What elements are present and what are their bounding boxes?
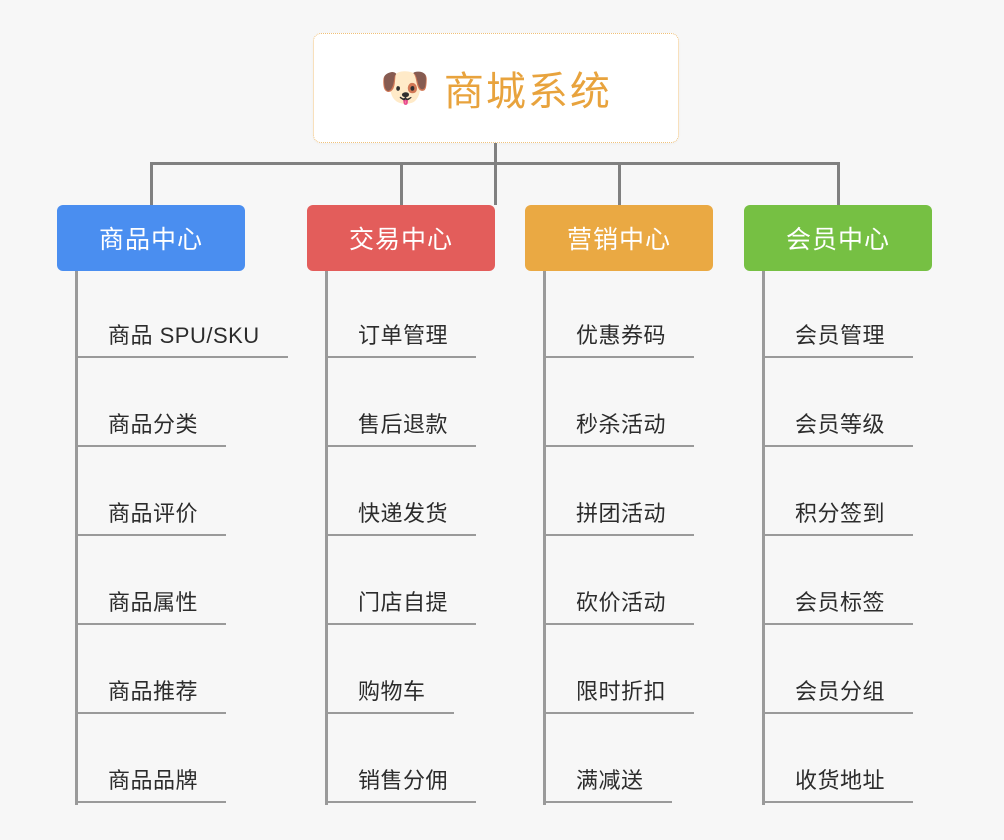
leaf-label: 商品品牌 bbox=[78, 763, 227, 803]
category-box-product-center[interactable]: 商品中心 bbox=[57, 205, 245, 271]
list-item[interactable]: 会员等级 bbox=[765, 360, 932, 449]
column-product-center: 商品中心 商品 SPU/SKU 商品分类 商品评价 商品属性 商品推荐 商品品牌 bbox=[57, 205, 288, 805]
list-item[interactable]: 商品 SPU/SKU bbox=[78, 271, 288, 360]
category-box-marketing-center[interactable]: 营销中心 bbox=[525, 205, 713, 271]
root-node[interactable]: 🐶 商城系统 bbox=[313, 33, 679, 143]
category-box-trade-center[interactable]: 交易中心 bbox=[307, 205, 495, 271]
leaf-label: 会员分组 bbox=[765, 674, 914, 714]
leaf-label: 会员等级 bbox=[765, 407, 914, 447]
column-trade-center: 交易中心 订单管理 售后退款 快递发货 门店自提 购物车 销售分佣 bbox=[307, 205, 495, 805]
leaf-list-member-center: 会员管理 会员等级 积分签到 会员标签 会员分组 收货地址 bbox=[762, 271, 932, 805]
category-label: 交易中心 bbox=[348, 226, 453, 254]
list-item[interactable]: 满减送 bbox=[546, 716, 713, 805]
leaf-label: 满减送 bbox=[546, 763, 672, 803]
connector-drop-3 bbox=[618, 162, 621, 208]
leaf-label: 售后退款 bbox=[328, 407, 477, 447]
leaf-label: 限时折扣 bbox=[546, 674, 695, 714]
leaf-label: 商品评价 bbox=[78, 496, 227, 536]
list-item[interactable]: 砍价活动 bbox=[546, 538, 713, 627]
leaf-label: 会员管理 bbox=[765, 318, 914, 358]
leaf-label: 销售分佣 bbox=[328, 763, 477, 803]
list-item[interactable]: 商品品牌 bbox=[78, 716, 245, 805]
connector-bus bbox=[150, 162, 840, 165]
leaf-label: 拼团活动 bbox=[546, 496, 695, 536]
list-item[interactable]: 售后退款 bbox=[328, 360, 495, 449]
column-marketing-center: 营销中心 优惠券码 秒杀活动 拼团活动 砍价活动 限时折扣 满减送 bbox=[525, 205, 713, 805]
list-item[interactable]: 会员标签 bbox=[765, 538, 932, 627]
leaf-label: 购物车 bbox=[328, 674, 454, 714]
column-member-center: 会员中心 会员管理 会员等级 积分签到 会员标签 会员分组 收货地址 bbox=[744, 205, 932, 805]
leaf-label: 商品推荐 bbox=[78, 674, 227, 714]
category-box-member-center[interactable]: 会员中心 bbox=[744, 205, 932, 271]
list-item[interactable]: 会员分组 bbox=[765, 627, 932, 716]
list-item[interactable]: 商品属性 bbox=[78, 538, 245, 627]
list-item[interactable]: 限时折扣 bbox=[546, 627, 713, 716]
list-item[interactable]: 销售分佣 bbox=[328, 716, 495, 805]
leaf-list-trade-center: 订单管理 售后退款 快递发货 门店自提 购物车 销售分佣 bbox=[325, 271, 495, 805]
leaf-label: 会员标签 bbox=[765, 585, 914, 625]
list-item[interactable]: 收货地址 bbox=[765, 716, 932, 805]
leaf-label: 优惠券码 bbox=[546, 318, 695, 358]
category-label: 商品中心 bbox=[98, 226, 203, 254]
list-item[interactable]: 商品评价 bbox=[78, 449, 245, 538]
list-item[interactable]: 商品推荐 bbox=[78, 627, 245, 716]
leaf-label: 商品 SPU/SKU bbox=[78, 318, 288, 358]
list-item[interactable]: 商品分类 bbox=[78, 360, 245, 449]
root-title: 商城系统 bbox=[443, 70, 612, 114]
leaf-label: 订单管理 bbox=[328, 318, 477, 358]
list-item[interactable]: 秒杀活动 bbox=[546, 360, 713, 449]
leaf-label: 砍价活动 bbox=[546, 585, 695, 625]
leaf-label: 快递发货 bbox=[328, 496, 477, 536]
leaf-label: 商品分类 bbox=[78, 407, 227, 447]
leaf-label: 秒杀活动 bbox=[546, 407, 695, 447]
connector-drop-1 bbox=[150, 162, 153, 208]
list-item[interactable]: 快递发货 bbox=[328, 449, 495, 538]
leaf-list-marketing-center: 优惠券码 秒杀活动 拼团活动 砍价活动 限时折扣 满减送 bbox=[543, 271, 713, 805]
leaf-label: 收货地址 bbox=[765, 763, 914, 803]
list-item[interactable]: 订单管理 bbox=[328, 271, 495, 360]
list-item[interactable]: 积分签到 bbox=[765, 449, 932, 538]
category-label: 营销中心 bbox=[566, 226, 671, 254]
connector-drop-2 bbox=[400, 162, 403, 208]
category-label: 会员中心 bbox=[785, 226, 890, 254]
list-item[interactable]: 会员管理 bbox=[765, 271, 932, 360]
leaf-label: 商品属性 bbox=[78, 585, 227, 625]
list-item[interactable]: 门店自提 bbox=[328, 538, 495, 627]
list-item[interactable]: 优惠券码 bbox=[546, 271, 713, 360]
connector-drop-4 bbox=[837, 162, 840, 208]
connector-trunk bbox=[494, 143, 497, 205]
leaf-label: 门店自提 bbox=[328, 585, 477, 625]
leaf-list-product-center: 商品 SPU/SKU 商品分类 商品评价 商品属性 商品推荐 商品品牌 bbox=[75, 271, 288, 805]
list-item[interactable]: 拼团活动 bbox=[546, 449, 713, 538]
dog-face-icon: 🐶 bbox=[380, 65, 430, 111]
leaf-label: 积分签到 bbox=[765, 496, 914, 536]
list-item[interactable]: 购物车 bbox=[328, 627, 495, 716]
